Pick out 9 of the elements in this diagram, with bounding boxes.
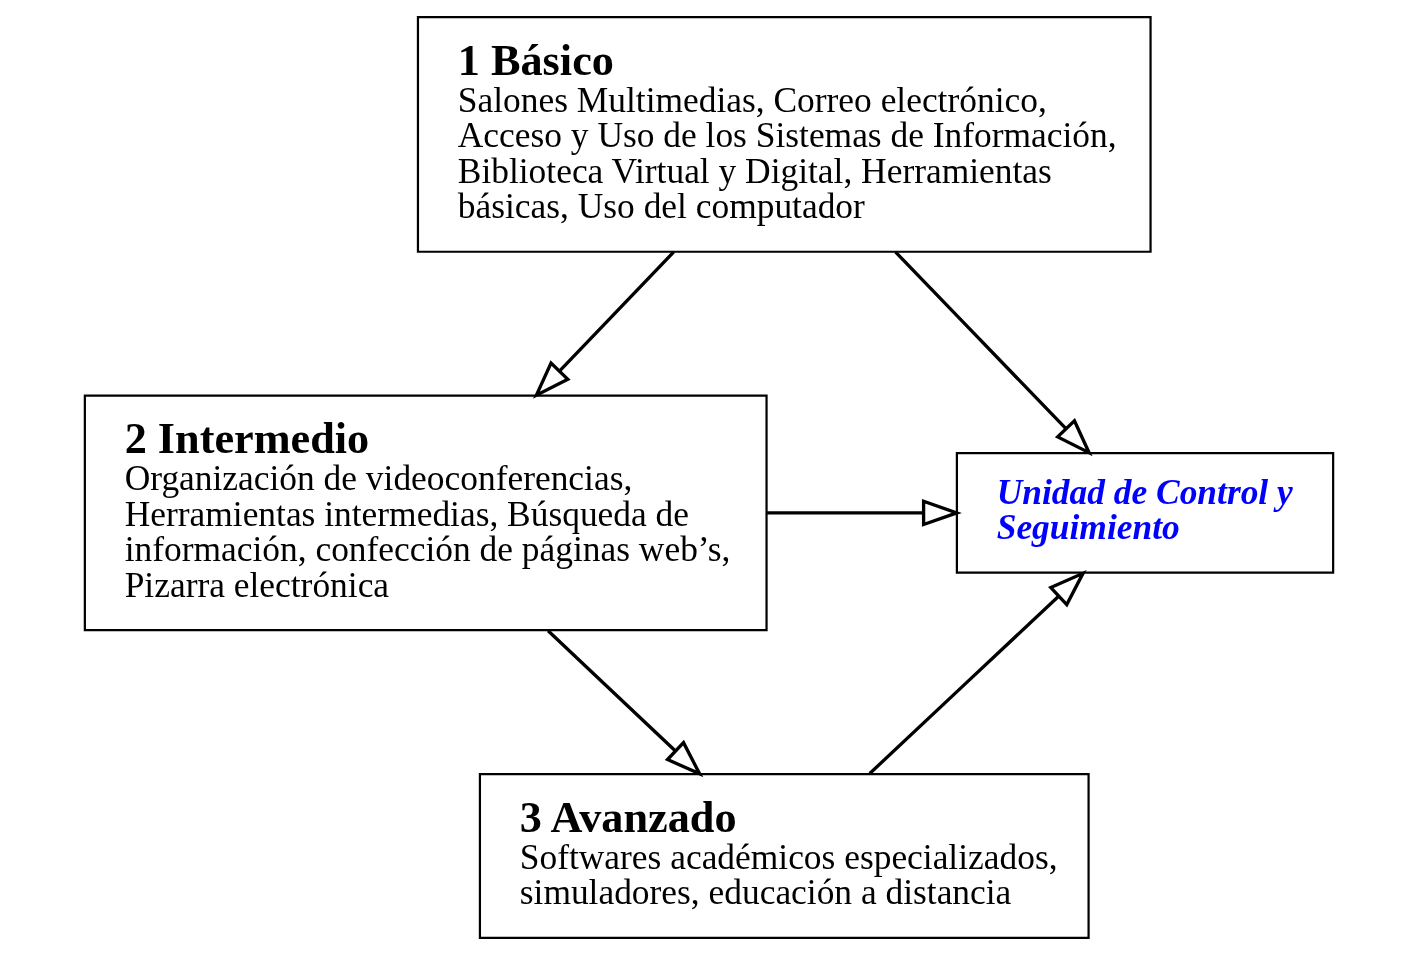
arrow	[893, 250, 1093, 457]
arrow	[766, 498, 962, 527]
arrow	[532, 250, 675, 399]
node-box: 1 Básico Salones Multimedias, Correo electrónico, Acceso y Uso de los Sistemas de Información, Biblioteca Virtual y Digital, Herramientas básicas, Uso del computador	[416, 16, 1152, 253]
node-box: 2 Intermedio Organización de videoconferencias, Herramientas intermedias, Búsqueda de información, confección de páginas web’s, Pizarra electrónica	[83, 394, 768, 632]
arrow	[546, 629, 703, 778]
arrow	[868, 569, 1087, 775]
node-box: Unidad de Control y Seguimiento	[955, 452, 1334, 574]
node-box: 3 Avanzado Softwares académicos especializados, simuladores, educación a distancia	[478, 772, 1090, 939]
